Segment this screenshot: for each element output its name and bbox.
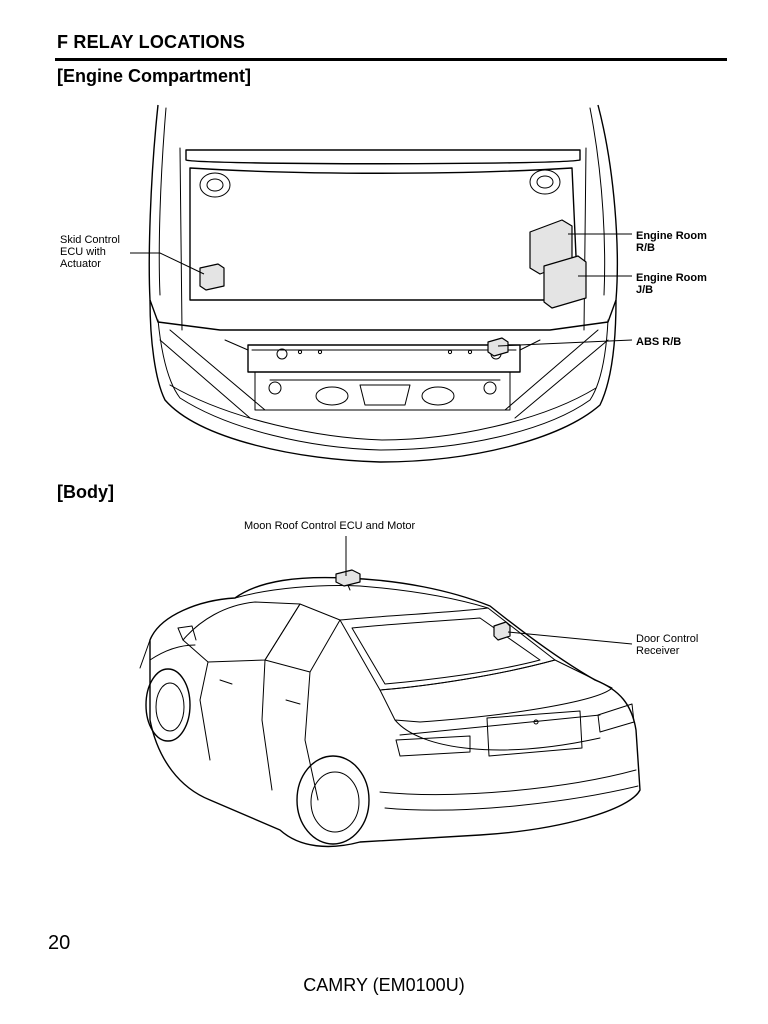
skid-control-label: Skid Control ECU with Actuator <box>60 234 120 270</box>
title-rule <box>55 58 727 61</box>
model-footer: CAMRY (EM0100U) <box>303 975 465 995</box>
door-control-receiver-label: Door Control Receiver <box>636 633 699 657</box>
engine-compartment-heading: [Engine Compartment] <box>57 66 252 86</box>
body-heading: [Body] <box>57 482 114 502</box>
section-title: F RELAY LOCATIONS <box>57 32 246 52</box>
page-number: 20 <box>48 932 71 954</box>
engine-room-jb-component <box>543 255 587 309</box>
engine-room-jb-label: Engine Room J/B <box>636 272 707 296</box>
engine-room-rb-label: Engine Room R/B <box>636 230 707 254</box>
door-control-receiver-component <box>493 621 511 641</box>
moon-roof-ecu-component <box>335 569 361 587</box>
abs-rb-label: ABS R/B <box>636 336 682 348</box>
skid-control-ecu-component <box>199 263 225 291</box>
moon-roof-label: Moon Roof Control ECU and Motor <box>244 520 416 532</box>
abs-rb-component <box>487 337 509 357</box>
